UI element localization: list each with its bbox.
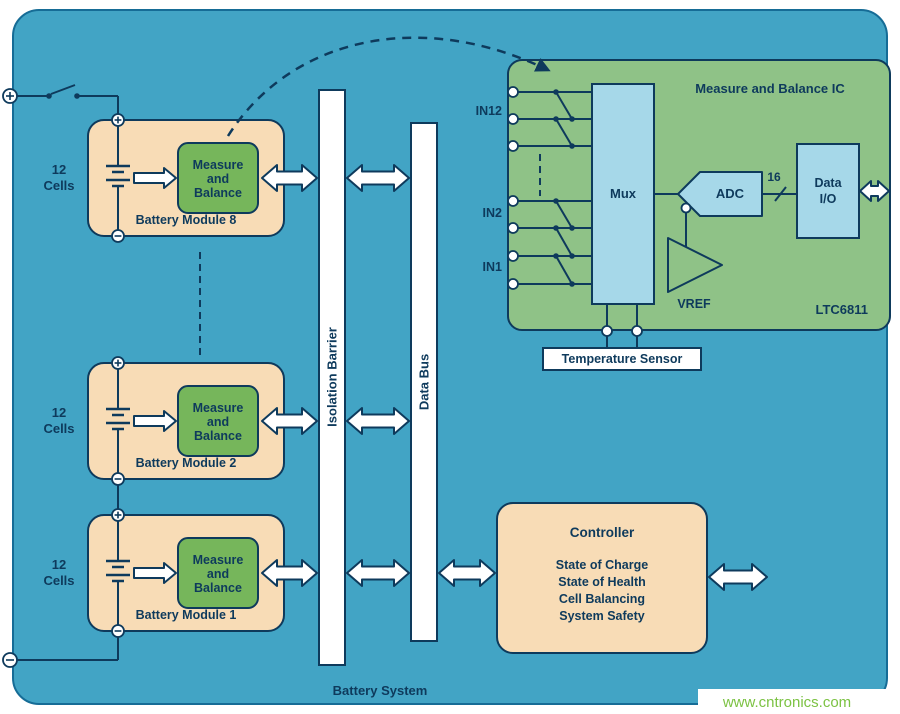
ic-part-number: LTC6811 bbox=[815, 302, 868, 317]
pack-plus-terminal-icon bbox=[2, 88, 18, 104]
mux-label: Mux bbox=[610, 186, 637, 201]
battery-icon bbox=[106, 369, 130, 473]
dashed-detail-arrow bbox=[226, 36, 551, 137]
pack-minus-terminal-icon bbox=[2, 652, 18, 668]
battery-system-label: Battery System bbox=[333, 683, 428, 698]
adc-label: ADC bbox=[716, 186, 745, 201]
bidirectional-arrow-icon bbox=[859, 180, 890, 202]
plus-terminal-icon bbox=[111, 508, 125, 522]
module-name-label: Battery Module 8 bbox=[136, 213, 237, 227]
measure-balance-label: Balance bbox=[194, 429, 242, 443]
cells-word-label: Cells bbox=[43, 421, 74, 436]
measure-balance-label: and bbox=[207, 172, 229, 186]
cells-word-label: Cells bbox=[43, 573, 74, 588]
plus-terminal-icon bbox=[111, 356, 125, 370]
balancing-switch-icons bbox=[539, 89, 575, 287]
minus-terminal-icon bbox=[111, 229, 125, 243]
controller-function-label: Cell Balancing bbox=[559, 592, 645, 606]
right-arrow-icon bbox=[133, 410, 177, 432]
measure-balance-label: and bbox=[207, 567, 229, 581]
cells-word-label: Cells bbox=[43, 178, 74, 193]
controller-panel bbox=[496, 502, 708, 654]
input-label-in12: IN12 bbox=[476, 104, 502, 118]
watermark-background bbox=[698, 689, 900, 714]
main-switch-icon bbox=[46, 84, 80, 99]
data-bus-label: Data Bus bbox=[417, 354, 432, 410]
cells-count-label: 12 bbox=[52, 405, 66, 420]
temperature-sensor-label: Temperature Sensor bbox=[562, 352, 683, 366]
measure-balance-block bbox=[177, 537, 259, 609]
measure-balance-label: Balance bbox=[194, 186, 242, 200]
bidirectional-arrow-icon bbox=[346, 164, 410, 192]
bidirectional-arrow-icon bbox=[708, 563, 768, 591]
isolation-barrier-label: Isolation Barrier bbox=[325, 327, 340, 427]
measure-balance-label: Measure bbox=[193, 158, 244, 172]
measure-balance-label: Balance bbox=[194, 581, 242, 595]
data-io-label: Data bbox=[814, 176, 842, 190]
minus-terminal-icon bbox=[111, 472, 125, 486]
watermark: www.cntronics.com bbox=[722, 694, 851, 711]
bus-width-slash-icon bbox=[774, 186, 787, 202]
battery-module-1: 12 Cells Measure and Balance Battery Mod… bbox=[43, 508, 318, 638]
right-arrow-icon bbox=[133, 167, 177, 189]
right-arrow-icon bbox=[133, 562, 177, 584]
measure-balance-block bbox=[177, 385, 259, 457]
controller-function-label: State of Charge bbox=[556, 558, 648, 572]
bidirectional-arrow-icon bbox=[346, 559, 410, 587]
temperature-sensor-box bbox=[542, 347, 702, 371]
cells-count-label: 12 bbox=[52, 557, 66, 572]
measure-balance-label: Measure bbox=[193, 553, 244, 567]
battery-icon bbox=[106, 126, 130, 230]
minus-terminal-icon bbox=[111, 624, 125, 638]
measure-balance-ic: Measure and Balance IC LTC6811 bbox=[507, 59, 891, 348]
measure-balance-block bbox=[177, 142, 259, 214]
vref-amp-icon bbox=[667, 237, 723, 293]
pack-wiring bbox=[2, 84, 201, 668]
bidirectional-arrow-icon bbox=[261, 164, 318, 192]
data-io-block bbox=[796, 143, 860, 239]
data-io-label: I/O bbox=[820, 192, 837, 206]
measure-balance-label: and bbox=[207, 415, 229, 429]
isolation-barrier-bar bbox=[318, 89, 346, 666]
mux-block bbox=[591, 83, 655, 305]
input-label-in1: IN1 bbox=[483, 260, 503, 274]
measure-balance-label: Measure bbox=[193, 401, 244, 415]
cell-input-rails bbox=[507, 86, 592, 290]
bidirectional-arrow-icon bbox=[346, 407, 410, 435]
controller-function-label: System Safety bbox=[559, 609, 645, 623]
battery-module-2: 12 Cells Measure and Balance Battery Mod… bbox=[43, 356, 318, 486]
battery-module-8: 12 Cells Measure and Balance Battery Mod… bbox=[43, 113, 318, 243]
bidirectional-arrow-icon bbox=[438, 559, 496, 587]
bus-width-label: 16 bbox=[767, 170, 781, 184]
module-name-label: Battery Module 2 bbox=[136, 456, 237, 470]
vref-label: VREF bbox=[677, 297, 711, 311]
data-bus-bar bbox=[410, 122, 438, 642]
adc-input-node-icon bbox=[680, 202, 692, 214]
ic-title: Measure and Balance IC bbox=[695, 81, 845, 96]
cells-count-label: 12 bbox=[52, 162, 66, 177]
controller-function-label: State of Health bbox=[558, 575, 646, 589]
temp-sensor-node-icon bbox=[631, 325, 643, 337]
module-name-label: Battery Module 1 bbox=[136, 608, 237, 622]
bidirectional-arrow-icon bbox=[261, 559, 318, 587]
controller: Controller State of Charge State of Heal… bbox=[496, 502, 768, 654]
plus-terminal-icon bbox=[111, 113, 125, 127]
controller-title: Controller bbox=[570, 525, 635, 540]
input-label-in2: IN2 bbox=[483, 206, 503, 220]
temp-sensor-node-icon bbox=[601, 325, 613, 337]
bidirectional-arrow-icon bbox=[261, 407, 318, 435]
battery-icon bbox=[106, 521, 130, 625]
